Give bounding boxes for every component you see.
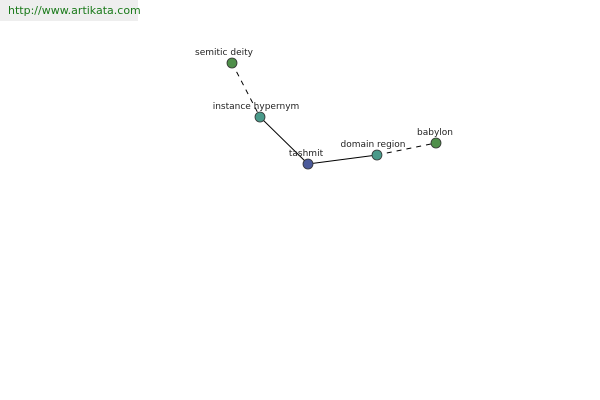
edge-semitic-deity-instance-hypernym [231, 62, 261, 118]
node-tashmit[interactable]: tashmit [289, 149, 324, 170]
edge-instance-hypernym-tashmit [259, 116, 309, 165]
source-link[interactable]: http://www.artikata.com [8, 4, 141, 17]
node-label-domain-region: domain region [340, 140, 405, 150]
edges-layer [231, 62, 437, 165]
node-babylon[interactable]: babylon [417, 128, 453, 149]
source-link-bar: http://www.artikata.com [0, 0, 141, 21]
node-domain-region[interactable]: domain region [340, 140, 406, 161]
node-circle-tashmit[interactable] [302, 158, 314, 170]
node-semitic-deity[interactable]: semitic deity [195, 48, 254, 69]
node-label-semitic-deity: semitic deity [195, 48, 254, 58]
node-label-tashmit: tashmit [289, 149, 324, 159]
node-circle-domain-region[interactable] [371, 149, 383, 161]
nodes-layer: semitic deity instance hypernym tashmit dom… [195, 48, 453, 170]
node-label-instance-hypernym: instance hypernym [213, 102, 300, 112]
node-circle-instance-hypernym[interactable] [254, 111, 266, 123]
node-circle-semitic-deity[interactable] [226, 57, 238, 69]
node-instance-hypernym[interactable]: instance hypernym [213, 102, 300, 123]
node-circle-babylon[interactable] [430, 137, 442, 149]
edge-domain-region-babylon [376, 142, 437, 156]
edge-tashmit-domain-region [307, 154, 378, 165]
node-label-babylon: babylon [417, 128, 453, 138]
